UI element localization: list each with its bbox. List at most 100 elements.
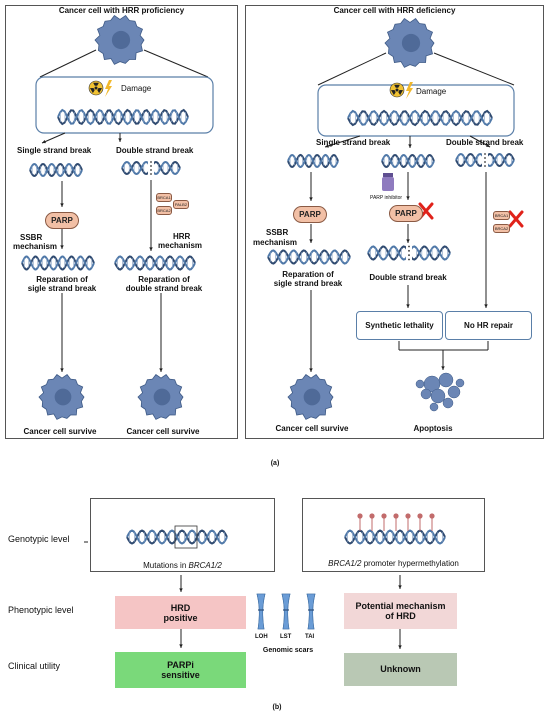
split-right-c-head	[486, 143, 490, 147]
potential-line2: of HRD	[385, 611, 416, 621]
mutation-highlight-box	[174, 525, 198, 549]
apoptotic-fragment	[415, 379, 425, 389]
ssbr-right-2: mechanism	[253, 238, 298, 247]
panel-a-left	[5, 5, 238, 439]
pill-bottle-icon	[382, 177, 394, 191]
ssbr-right-1: SSBR	[266, 228, 289, 237]
apoptotic-fragment	[430, 388, 446, 404]
survive-left-2: Cancer cell survive	[126, 427, 200, 436]
brca1-left: BRCA1	[156, 193, 172, 202]
dna-damaged-left-strand2	[57, 108, 189, 126]
methyl-group-icon	[429, 513, 435, 519]
synthetic-lethality-box: Synthetic lethality	[356, 311, 443, 340]
damage-left-radiation-blade	[90, 88, 95, 94]
methyl-group-icon	[369, 513, 375, 519]
promoter-gene: BRCA1/2	[328, 559, 362, 568]
damage-left-radiation-center	[94, 86, 98, 90]
damage-left-radiation-blade	[93, 82, 99, 86]
cell-survive-left-b-nucleus	[153, 388, 171, 406]
dna-dsb-left-dot	[150, 169, 152, 171]
arrow-geno-hrd-head	[179, 588, 183, 592]
methyl-group-icon	[417, 513, 423, 519]
double-break-left: Double strand break	[116, 146, 194, 155]
arrow-dsb-rep-left-head	[149, 247, 153, 251]
ssbr-left-1: SSBR	[20, 233, 43, 242]
panel-a-right	[245, 5, 544, 439]
arrow-parp-rep-right-head	[309, 239, 313, 243]
rep-single-right-1: Reparation of	[282, 270, 334, 279]
left-title: Cancer cell with HRR proficiency	[58, 6, 185, 15]
hrr-left-1: HRR	[173, 232, 191, 241]
apoptotic-fragment	[438, 372, 454, 388]
double-break-right: Double strand break	[446, 138, 524, 147]
tai-label: TAI	[305, 634, 315, 640]
cone-left-b	[143, 49, 209, 78]
cone-left-a	[39, 49, 97, 78]
mutations-gene: BRCA1/2	[188, 561, 222, 570]
brca1-right: BRCA1	[493, 211, 510, 220]
arrow-geno-potential-head	[398, 585, 402, 589]
dna-dsb-right-dot	[484, 161, 486, 163]
dna-dsb-left-gap	[148, 160, 154, 176]
dna-rep-double-left-strand2	[114, 255, 196, 271]
rep-single-left-1: Reparation of	[36, 275, 88, 284]
survive-right: Cancer cell survive	[275, 424, 349, 433]
split-left-b-head	[118, 138, 122, 142]
damage-right-radiation-blade	[394, 84, 400, 88]
dna-damaged-right-strand2	[347, 109, 493, 127]
mutations-prefix: Mutations in	[143, 561, 189, 570]
potential-line1: Potential mechanism	[355, 601, 446, 611]
arrow-ssb-parp-left-head	[60, 203, 64, 207]
split-right-c	[469, 135, 491, 148]
clinical-label: Clinical utility	[8, 661, 61, 671]
dna-dsb-result-dot	[408, 249, 410, 252]
dna-dsb-result-dot	[408, 245, 410, 248]
cell-top-left-nucleus	[111, 30, 131, 50]
apoptosis-label: Apoptosis	[413, 424, 453, 433]
apoptotic-fragment	[447, 385, 461, 399]
loh-label: LOH	[255, 634, 268, 640]
arrow-survive-left-a-head	[60, 368, 64, 372]
arrow-ssb-parpi-head	[406, 196, 410, 200]
dna-dsb-left-dot	[150, 161, 152, 163]
arrow-parpi-dsb-head	[406, 239, 410, 243]
parpi-line2: sensitive	[161, 670, 200, 680]
hrr-left-2: mechanism	[158, 241, 203, 250]
split-right-a-head	[325, 144, 329, 148]
damage-right-radiation-center	[395, 88, 399, 92]
dna-dsb-result-dot	[408, 258, 410, 261]
palb2-left: PALB2	[173, 200, 189, 209]
dna-dsb-right-dot	[484, 157, 486, 159]
brca2-right: BRCA2	[493, 224, 510, 233]
damage-box-left	[35, 76, 214, 134]
arrow-apoptosis-head	[441, 366, 445, 370]
methyl-group-icon	[357, 513, 363, 519]
dna-rep-single-right-strand2	[267, 249, 351, 265]
dna-dsb-result-gap	[406, 244, 412, 262]
apoptotic-fragment	[420, 388, 432, 400]
arrow-parp-rep-left-head	[60, 245, 64, 249]
single-break-right: Single strand break	[316, 138, 391, 147]
chromosome-icon-lst-b	[281, 593, 291, 630]
genotype-box-right	[302, 498, 485, 572]
survive-left-1: Cancer cell survive	[23, 427, 97, 436]
damage-box-right	[317, 84, 515, 137]
damage-right-radiation-blade	[391, 90, 396, 96]
phenotypic-label: Phenotypic level	[8, 605, 74, 615]
parp-left: PARP	[45, 212, 79, 229]
dna-dsb-right-gap	[482, 152, 488, 168]
genotypic-label: Genotypic level	[8, 534, 70, 544]
cell-survive-left-a-nucleus	[54, 388, 72, 406]
arrow-ssb-parp-right-head	[309, 197, 313, 201]
caption-a: (a)	[270, 460, 280, 467]
split-right-b-head	[408, 144, 412, 148]
double-break-result: Double strand break	[369, 273, 447, 282]
ssbr-left-2: mechanism	[13, 242, 58, 251]
arrow-survive-left-b-head	[159, 368, 163, 372]
rep-single-right-2: sigle strand break	[273, 279, 343, 288]
dna-mutation-left-strand2	[126, 529, 228, 545]
split-right-a	[324, 135, 361, 148]
promoter-label: BRCA1/2 promoter hypermethylation	[302, 559, 485, 568]
